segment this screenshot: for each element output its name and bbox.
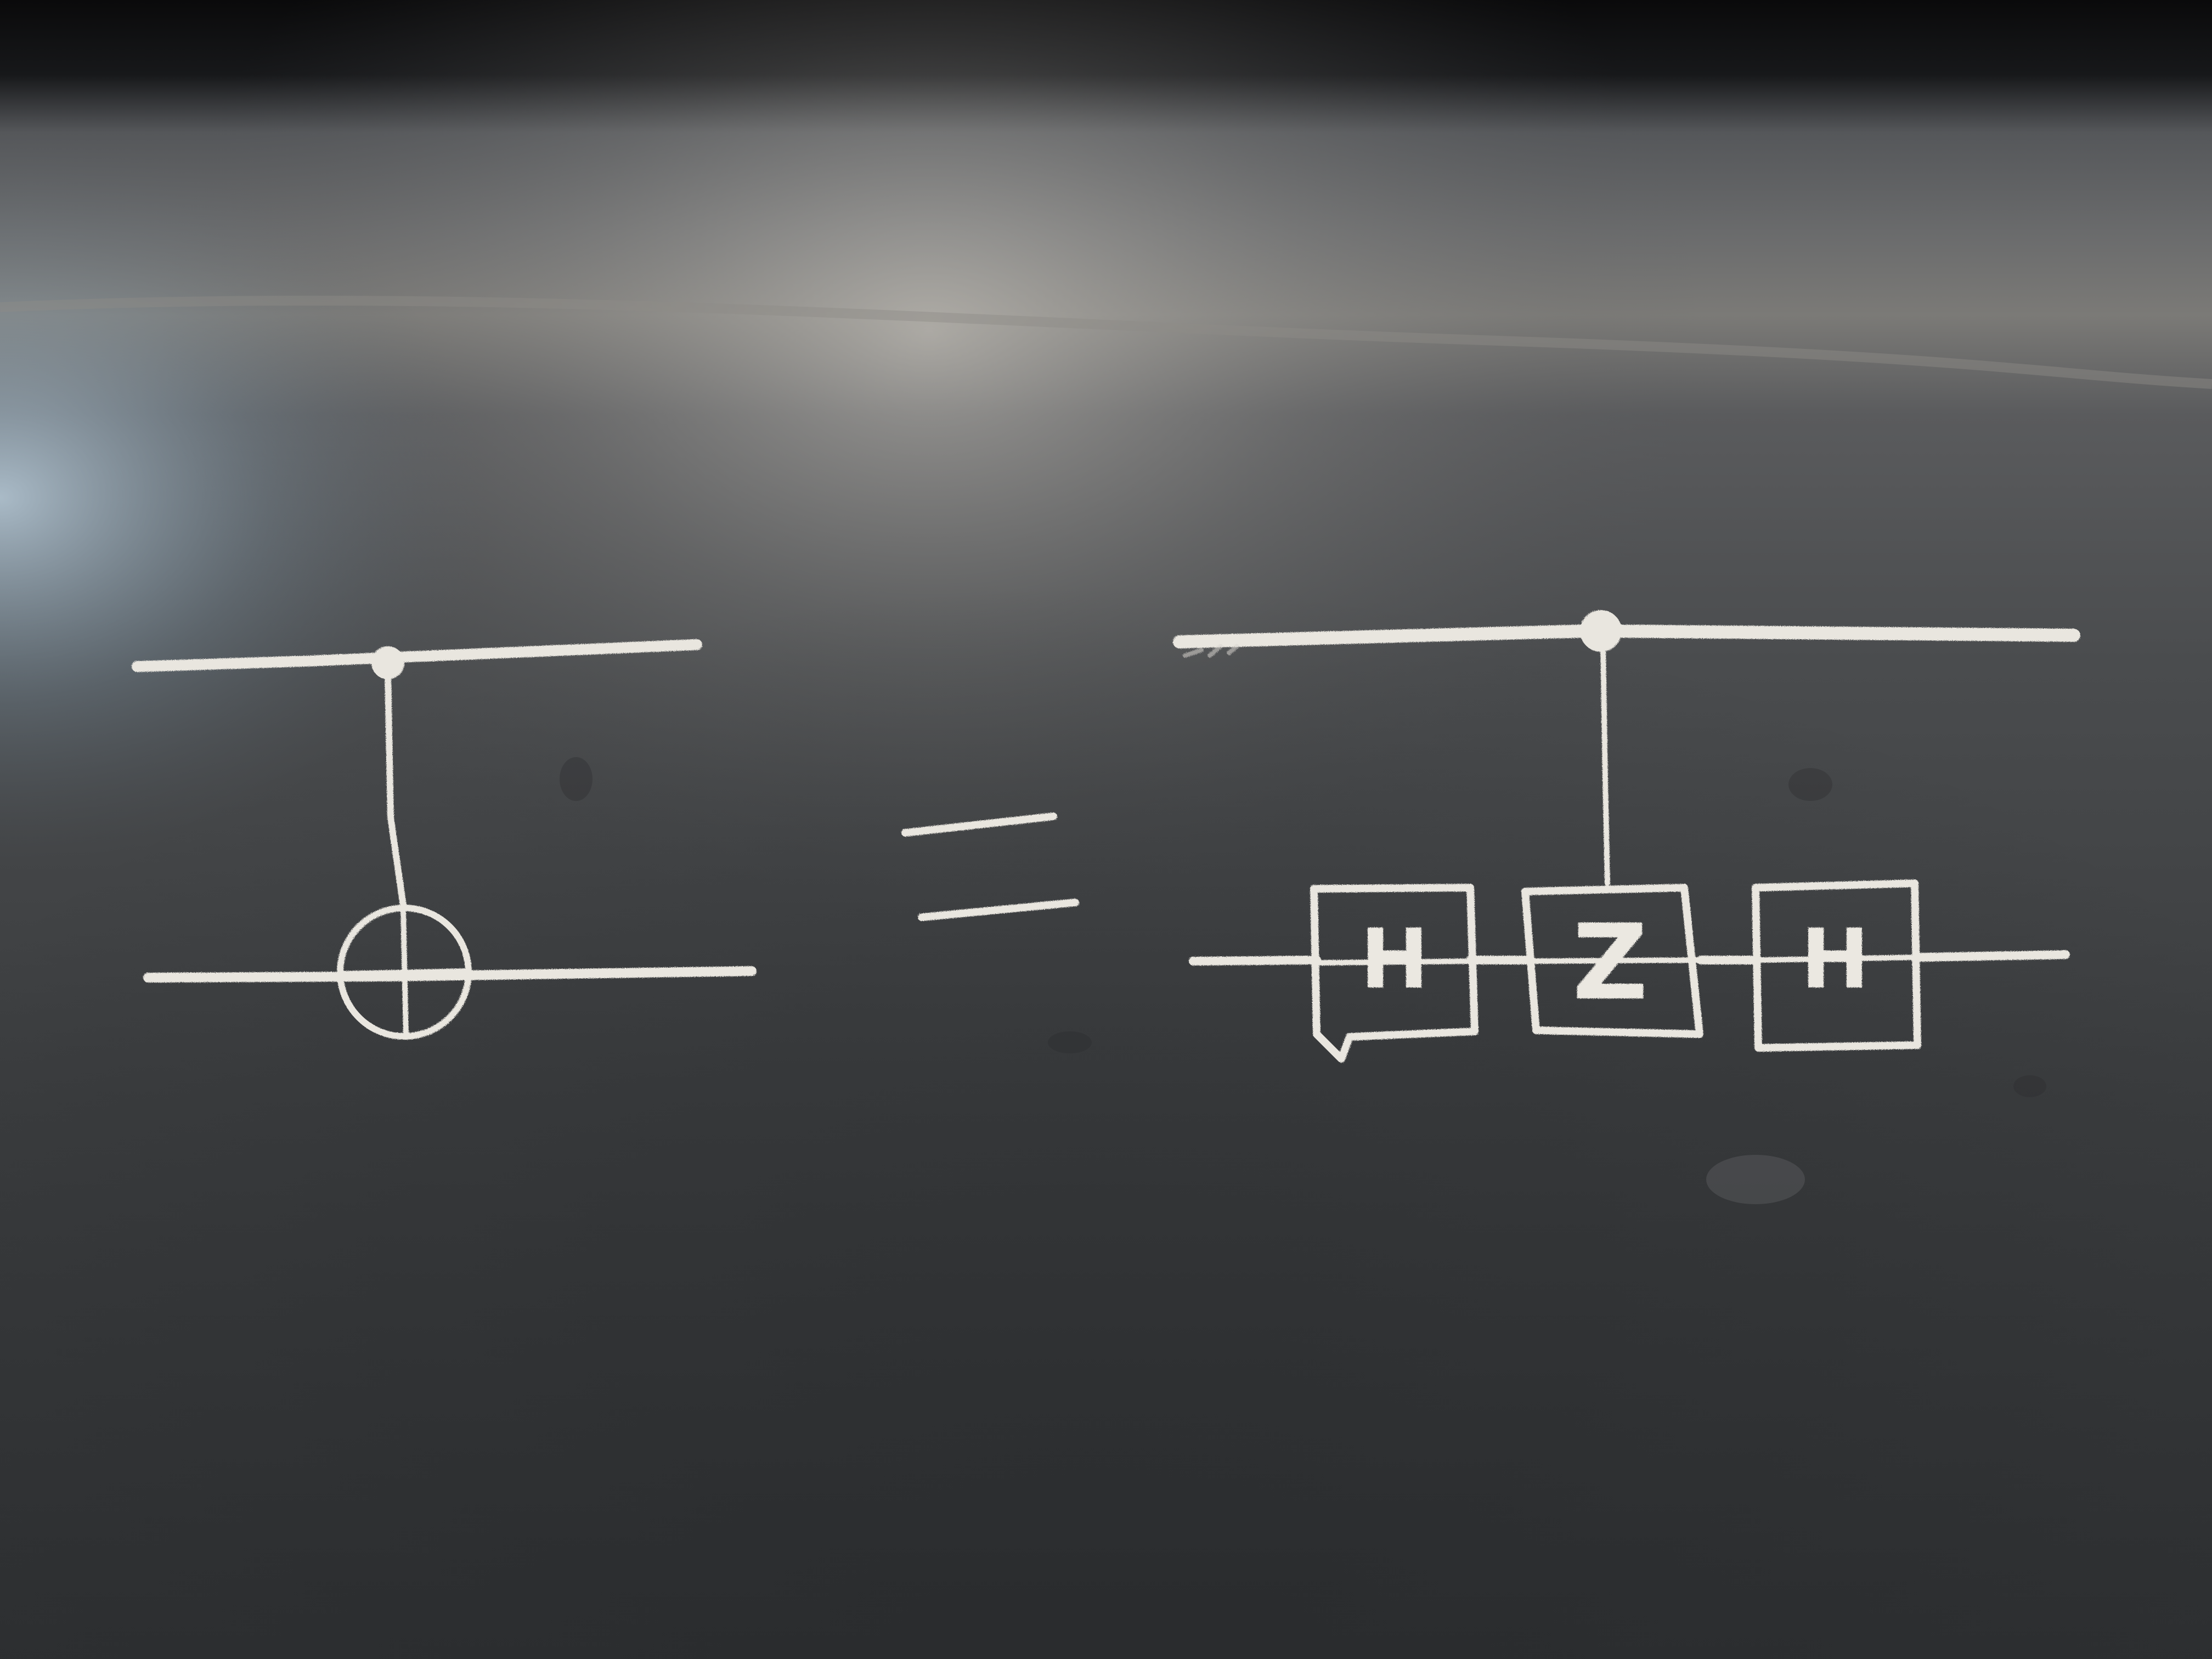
gate-2-box — [1521, 884, 1703, 1038]
right-control-wire-scribble — [1183, 644, 1239, 658]
left-target-circle-plus — [337, 905, 472, 1040]
gate-3-box — [1752, 879, 1921, 1052]
gate-2: Z — [1521, 884, 1703, 1038]
gate-1-label: H — [1360, 912, 1429, 1007]
left-target-wire — [143, 966, 757, 983]
gate-1-box — [1310, 884, 1479, 1063]
board-smudges — [560, 757, 2046, 1204]
right-control-line — [1600, 645, 1610, 886]
left-circuit-cnot — [132, 639, 757, 1040]
gate-1: H — [1310, 884, 1479, 1063]
left-control-wire — [132, 639, 702, 672]
gate-3: H — [1752, 879, 1921, 1052]
gate-3-label: H — [1801, 912, 1870, 1007]
gate-2-label: Z — [1572, 902, 1648, 1023]
left-control-line — [385, 672, 407, 909]
right-target-wire — [1189, 950, 2070, 966]
equals-sign: = — [901, 812, 1079, 921]
right-control-dot — [1580, 610, 1622, 652]
right-circuit: H Z H — [1173, 610, 2080, 1063]
board-top-edge — [0, 295, 2212, 389]
